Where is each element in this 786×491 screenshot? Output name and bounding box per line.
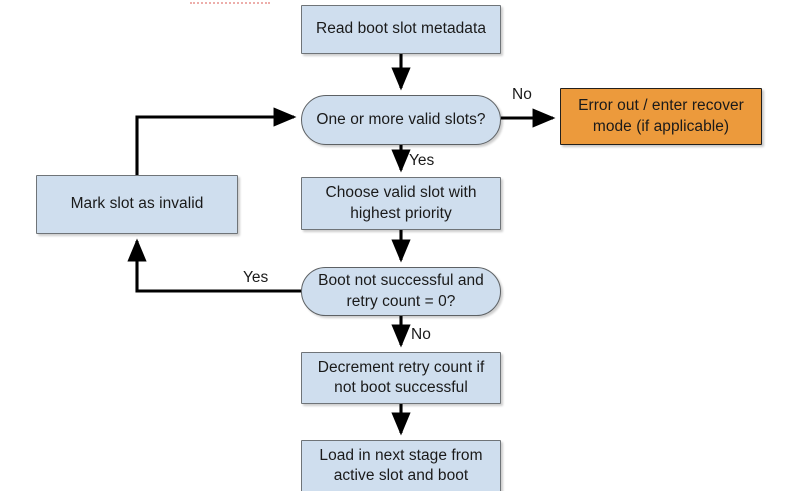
node-choose-valid-slot-highest-priority[interactable]: Choose valid slot with highest priority	[301, 177, 501, 230]
edge-label-yes-valid-slots: Yes	[409, 152, 435, 169]
node-boot-not-successful-retry-count-zero[interactable]: Boot not successful and retry count = 0?	[301, 267, 501, 316]
node-label: Error out / enter recover mode (if appli…	[578, 97, 744, 135]
node-label: Decrement retry count if not boot succes…	[317, 358, 485, 396]
edge-label-no-valid-slots: No	[512, 86, 532, 103]
node-error-out-enter-recover-mode[interactable]: Error out / enter recover mode (if appli…	[560, 88, 762, 145]
node-label: Read boot slot metadata	[315, 20, 487, 38]
edge-mark-invalid-to-valid-slots	[135, 107, 297, 175]
node-one-or-more-valid-slots[interactable]: One or more valid slots?	[301, 95, 501, 145]
edge-label-yes-retry-exhausted: Yes	[243, 269, 269, 286]
node-label: Load in next stage from active slot and …	[319, 446, 483, 484]
red-dotted-artifact	[190, 2, 270, 4]
node-label: Mark slot as invalid	[70, 195, 204, 213]
node-read-boot-slot-metadata[interactable]: Read boot slot metadata	[301, 5, 501, 54]
node-label: Choose valid slot with highest priority	[325, 184, 477, 222]
edge-boot-check-yes-to-mark-invalid	[127, 238, 301, 293]
node-load-next-stage-active-slot[interactable]: Load in next stage from active slot and …	[301, 440, 501, 491]
node-decrement-retry-count[interactable]: Decrement retry count if not boot succes…	[301, 352, 501, 404]
node-label: One or more valid slots?	[316, 110, 486, 128]
node-mark-slot-as-invalid[interactable]: Mark slot as invalid	[36, 175, 238, 234]
edge-label-no-retry-remaining: No	[411, 326, 431, 343]
node-label: Boot not successful and retry count = 0?	[318, 272, 484, 310]
